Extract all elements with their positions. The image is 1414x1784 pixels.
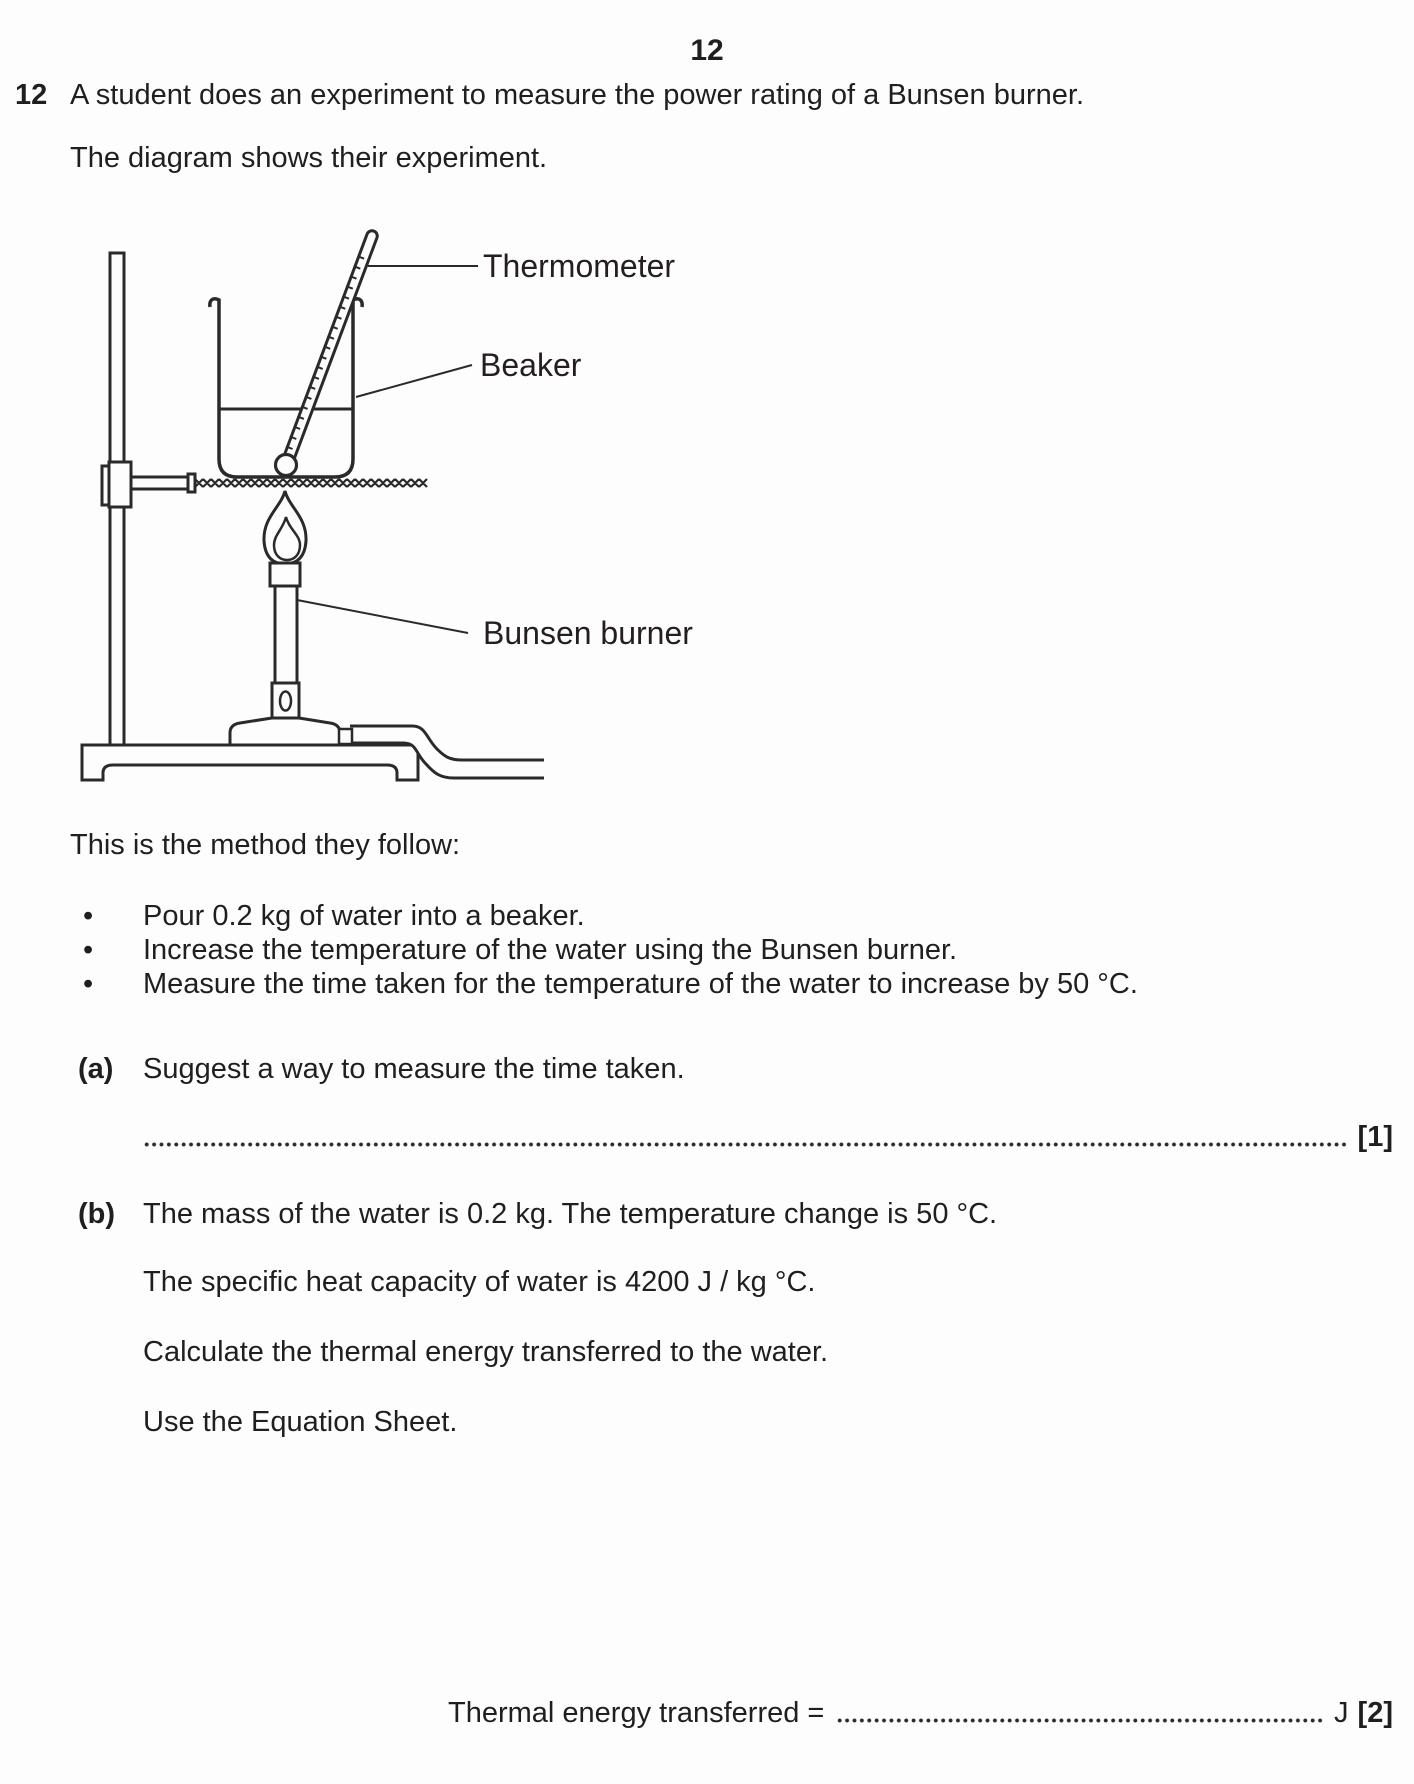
flame-outer-icon — [262, 490, 308, 566]
burner-barrel — [273, 584, 299, 685]
leader-beaker — [355, 364, 473, 398]
part-b-line1: The mass of the water is 0.2 kg. The tem… — [143, 1198, 998, 1230]
label-beaker: Beaker — [480, 347, 582, 383]
gas-hose-bottom — [350, 741, 544, 780]
stand-base — [80, 743, 420, 782]
gas-hose-top — [350, 724, 544, 762]
clamp-boss — [107, 460, 133, 509]
thermometer-scale-ticks — [285, 255, 365, 450]
method-intro: This is the method they follow: — [70, 829, 461, 861]
label-bunsen-burner: Bunsen burner — [483, 615, 693, 651]
dotted-answer-line[interactable] — [143, 1141, 1349, 1148]
list-item: • Measure the time taken for the tempera… — [83, 967, 1138, 1001]
clamp-arm-tip — [186, 472, 197, 494]
bullet-icon: • — [83, 968, 94, 1000]
part-a-label: (a) — [78, 1053, 114, 1085]
method-list: • Pour 0.2 kg of water into a beaker. • … — [83, 899, 1138, 1001]
answer-label: Thermal energy transferred = — [448, 1697, 825, 1729]
list-item: • Increase the temperature of the water … — [83, 933, 1138, 967]
burner-collar — [268, 561, 302, 588]
part-b-line3: Calculate the thermal energy transferred… — [143, 1336, 829, 1368]
burner-airhole — [278, 690, 293, 712]
part-b-label: (b) — [78, 1198, 116, 1230]
flame-inner-icon — [272, 516, 302, 562]
bullet-icon: • — [83, 934, 94, 966]
marks-badge: [1] — [1357, 1121, 1393, 1153]
marks-badge: [2] — [1357, 1697, 1393, 1729]
bullet-text: Increase the temperature of the water us… — [143, 934, 958, 966]
experiment-diagram: Thermometer Beaker Bunsen burner — [80, 229, 693, 782]
bullet-text: Pour 0.2 kg of water into a beaker. — [143, 900, 585, 932]
label-thermometer: Thermometer — [483, 248, 675, 284]
dotted-answer-line[interactable] — [836, 1717, 1325, 1724]
part-a-prompt: Suggest a way to measure the time taken. — [143, 1053, 685, 1085]
clamp-arm — [129, 475, 190, 491]
bullet-text: Measure the time taken for the temperatu… — [143, 968, 1138, 1000]
bullet-icon: • — [83, 900, 94, 932]
gas-nozzle — [337, 727, 354, 746]
thermometer-bulb — [273, 452, 299, 478]
wire-gauze — [194, 478, 428, 488]
question-number: 12 — [15, 79, 48, 111]
part-b-answer-line[interactable]: Thermal energy transferred = J [2] — [448, 1696, 1393, 1730]
burner-base — [228, 716, 342, 747]
list-item: • Pour 0.2 kg of water into a beaker. — [83, 899, 1138, 933]
burner-airhole-block — [270, 681, 301, 720]
gas-hose-fill — [350, 726, 544, 778]
answer-unit: J — [1334, 1697, 1349, 1729]
page-number: 12 — [690, 34, 724, 67]
part-b-line2: The specific heat capacity of water is 4… — [143, 1266, 816, 1298]
question-intro: A student does an experiment to measure … — [70, 79, 1085, 111]
leader-burner — [296, 599, 469, 634]
part-b-line4: Use the Equation Sheet. — [143, 1406, 458, 1438]
part-a-answer-line[interactable]: [1] — [143, 1120, 1393, 1154]
diagram-caption: The diagram shows their experiment. — [70, 142, 548, 174]
